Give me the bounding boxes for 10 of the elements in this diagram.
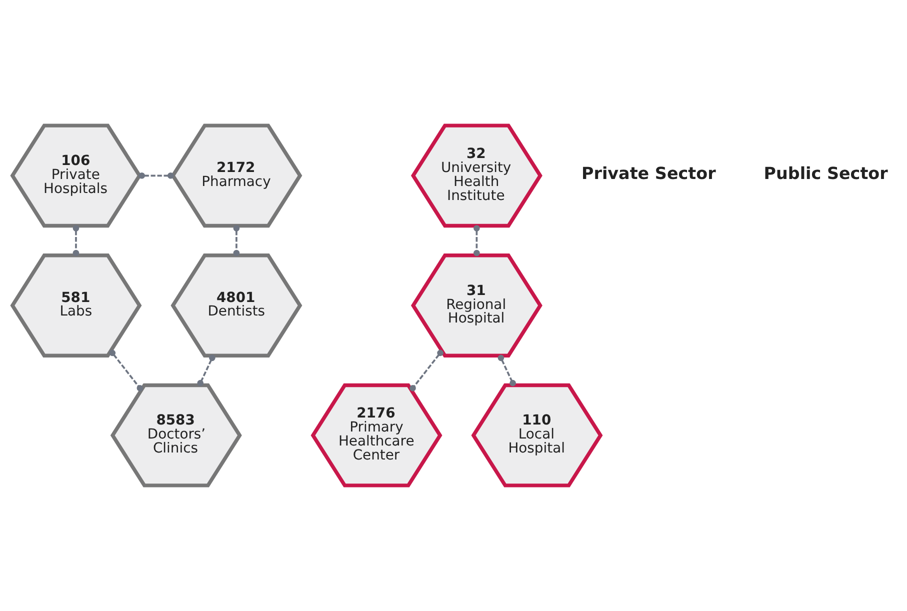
label: Public Sector (764, 164, 888, 183)
connector (410, 350, 444, 392)
label: Private Sector (582, 164, 716, 183)
connector (474, 225, 480, 256)
connector (138, 172, 174, 179)
connector (72, 225, 80, 256)
connector (233, 225, 240, 256)
connector (498, 354, 516, 386)
connector (109, 350, 144, 392)
connector (197, 354, 216, 386)
